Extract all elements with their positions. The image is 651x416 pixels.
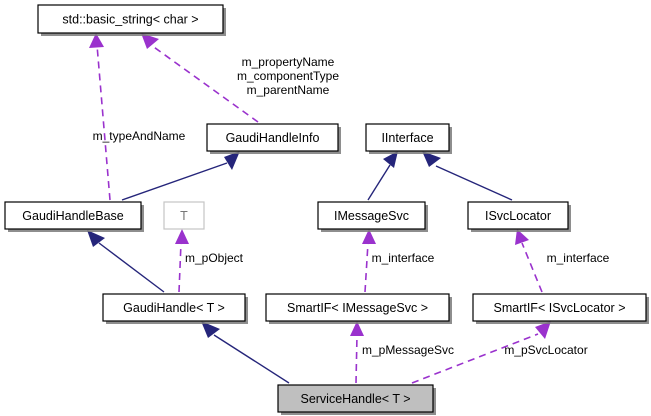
usage-edges [89,33,551,384]
node-imessagesvc[interactable]: IMessageSvc [317,201,428,232]
node-label-gaudi-handle-t: GaudiHandle< T > [123,301,225,315]
edge-gaudihandle-to-t [175,229,189,293]
node-label-gaudi-handle-info: GaudiHandleInfo [226,131,320,145]
edge-smartif-isvclocator-to-isvclocator [515,229,543,293]
edge-gaudihandleinfo-to-basicstring [141,33,259,123]
edge-isvclocator-inherits-iinterface [422,151,513,201]
node-gaudi-handle-t[interactable]: GaudiHandle< T > [102,293,248,324]
node-isvclocator[interactable]: ISvcLocator [467,201,571,232]
edge-label-m-component-type: m_componentType [237,69,339,83]
inheritance-edges [87,151,513,384]
node-label-smartif-imessagesvc: SmartIF< IMessageSvc > [287,301,428,315]
edge-label-m-parent-name: m_parentName [247,83,330,97]
node-label-service-handle-t: ServiceHandle< T > [300,392,410,406]
edge-smartif-imessagesvc-to-imessagesvc [362,229,376,293]
node-gaudi-handle-base[interactable]: GaudiHandleBase [4,201,144,232]
edge-gaudihandlebase-to-basicstring [89,33,111,201]
edge-servicehandle-inherits-gaudihandle [201,321,290,384]
node-gaudi-handle-info[interactable]: GaudiHandleInfo [206,123,341,154]
node-iinterface[interactable]: IInterface [365,123,452,154]
node-template-parameter-t[interactable]: T [163,201,205,230]
edge-servicehandle-to-smartif-isvclocator [411,321,551,384]
edge-label-m-pobject: m_pObject [185,251,244,265]
node-label-basic-string: std::basic_string< char > [62,12,198,26]
edge-labels: m_propertyName m_componentType m_parentN… [93,55,610,357]
node-label-smartif-isvclocator: SmartIF< ISvcLocator > [494,301,626,315]
node-label-imessagesvc: IMessageSvc [334,209,409,223]
node-smartif-isvclocator[interactable]: SmartIF< ISvcLocator > [472,293,649,324]
node-label-iinterface: IInterface [381,131,433,145]
edge-imessagesvc-inherits-iinterface [367,151,398,201]
edge-label-m-interface-right: m_interface [547,251,610,265]
node-label-template-parameter-t: T [180,209,188,223]
node-service-handle-t[interactable]: ServiceHandle< T > [277,384,436,415]
node-label-isvclocator: ISvcLocator [485,209,551,223]
edge-gaudihandlebase-inherits-gaudihandleinfo [121,151,240,201]
edge-gaudihandle-inherits-gaudihandlebase [87,230,165,293]
edge-label-m-psvclocator: m_pSvcLocator [504,343,587,357]
edge-label-m-pmessagesvc: m_pMessageSvc [362,343,454,357]
node-basic-string[interactable]: std::basic_string< char > [37,4,226,36]
edge-label-m-interface-left: m_interface [372,251,435,265]
edge-label-m-property-name: m_propertyName [242,55,335,69]
edge-label-m-type-and-name: m_typeAndName [93,129,186,143]
node-label-gaudi-handle-base: GaudiHandleBase [22,209,124,223]
node-smartif-imessagesvc[interactable]: SmartIF< IMessageSvc > [265,293,452,324]
edge-servicehandle-to-smartif-imessagesvc [350,321,364,384]
